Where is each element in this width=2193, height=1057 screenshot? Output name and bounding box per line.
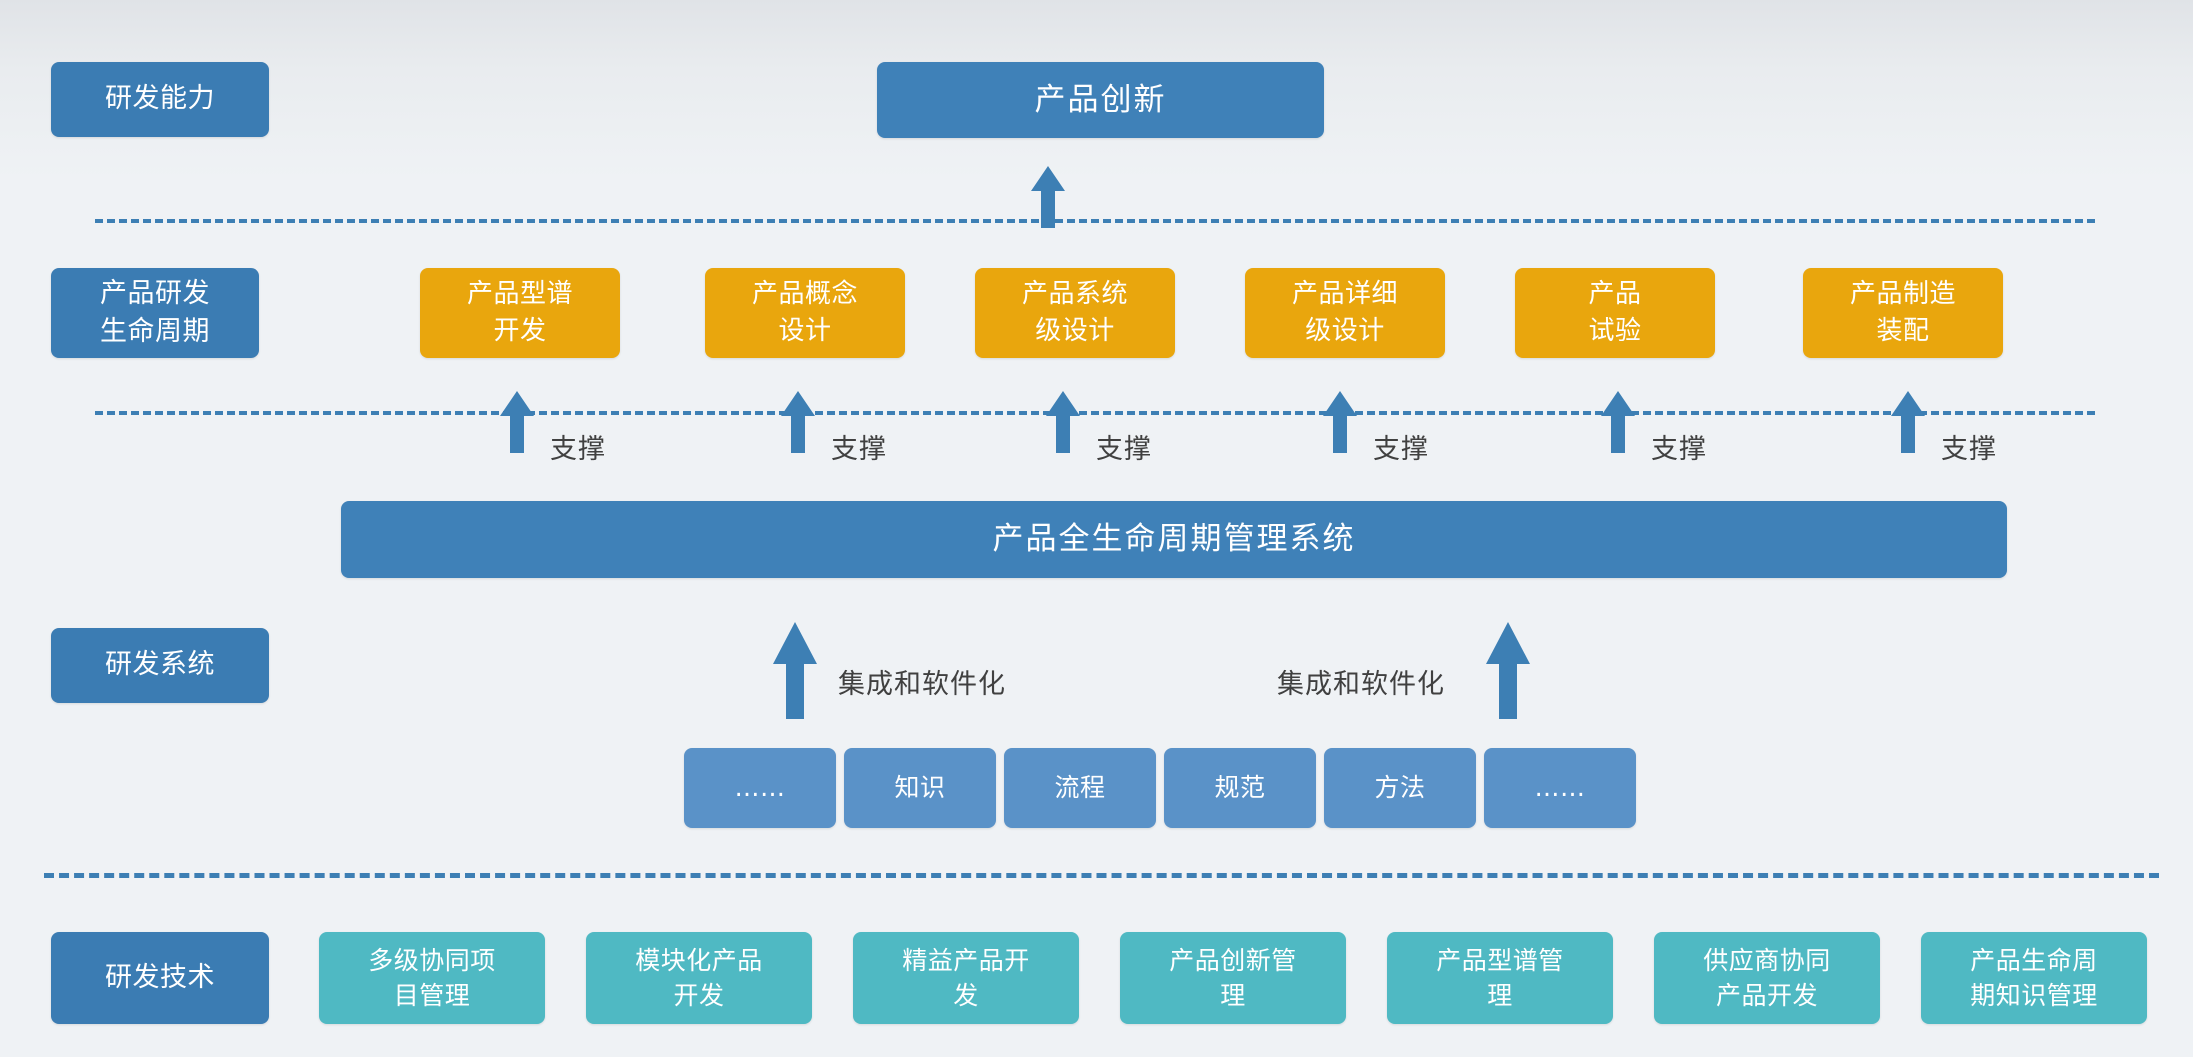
- support-label-3: 支撑: [1096, 434, 1152, 465]
- knowledge-chip-5: 方法: [1324, 748, 1476, 828]
- stage-box-5: 产品 试验: [1515, 268, 1715, 358]
- technology-box-4: 产品创新管 理: [1120, 932, 1346, 1024]
- stage-box-4: 产品详细 级设计: [1245, 268, 1445, 358]
- arrow-support-2: [778, 391, 818, 453]
- arrow-integration-left: [770, 622, 820, 719]
- technology-box-5: 产品型谱管 理: [1387, 932, 1613, 1024]
- stage-box-3: 产品系统 级设计: [975, 268, 1175, 358]
- separator-capability-lifecycle: [95, 219, 2095, 223]
- stage-box-6: 产品制造 装配: [1803, 268, 2003, 358]
- arrow-support-3: [1043, 391, 1083, 453]
- integration-label-left: 集成和软件化: [838, 669, 1006, 700]
- separator-system-technology: [44, 873, 2159, 878]
- support-label-6: 支撑: [1941, 434, 1997, 465]
- plm-system-bar: 产品全生命周期管理系统: [341, 501, 2007, 578]
- knowledge-chip-3: 流程: [1004, 748, 1156, 828]
- technology-box-6: 供应商协同 产品开发: [1654, 932, 1880, 1024]
- separator-lifecycle-system: [95, 411, 2095, 415]
- support-label-1: 支撑: [550, 434, 606, 465]
- arrow-support-1: [497, 391, 537, 453]
- knowledge-chip-6: ……: [1484, 748, 1636, 828]
- stage-box-1: 产品型谱 开发: [420, 268, 620, 358]
- arrow-integration-right: [1483, 622, 1533, 719]
- support-label-5: 支撑: [1651, 434, 1707, 465]
- technology-box-2: 模块化产品 开发: [586, 932, 812, 1024]
- arrow-up-to-product-innovation: [1028, 166, 1068, 228]
- technology-box-3: 精益产品开 发: [853, 932, 1079, 1024]
- arrow-support-6: [1888, 391, 1928, 453]
- row-label-system: 研发系统: [51, 628, 269, 703]
- stage-box-2: 产品概念 设计: [705, 268, 905, 358]
- knowledge-chip-1: ……: [684, 748, 836, 828]
- product-innovation-box: 产品创新: [877, 62, 1324, 138]
- support-label-2: 支撑: [831, 434, 887, 465]
- technology-box-7: 产品生命周 期知识管理: [1921, 932, 2147, 1024]
- support-label-4: 支撑: [1373, 434, 1429, 465]
- technology-box-1: 多级协同项 目管理: [319, 932, 545, 1024]
- arrow-support-5: [1598, 391, 1638, 453]
- knowledge-chip-2: 知识: [844, 748, 996, 828]
- arrow-support-4: [1320, 391, 1360, 453]
- row-label-capability: 研发能力: [51, 62, 269, 137]
- knowledge-chip-4: 规范: [1164, 748, 1316, 828]
- integration-label-right: 集成和软件化: [1277, 669, 1445, 700]
- row-label-lifecycle: 产品研发 生命周期: [51, 268, 259, 358]
- row-label-technology: 研发技术: [51, 932, 269, 1024]
